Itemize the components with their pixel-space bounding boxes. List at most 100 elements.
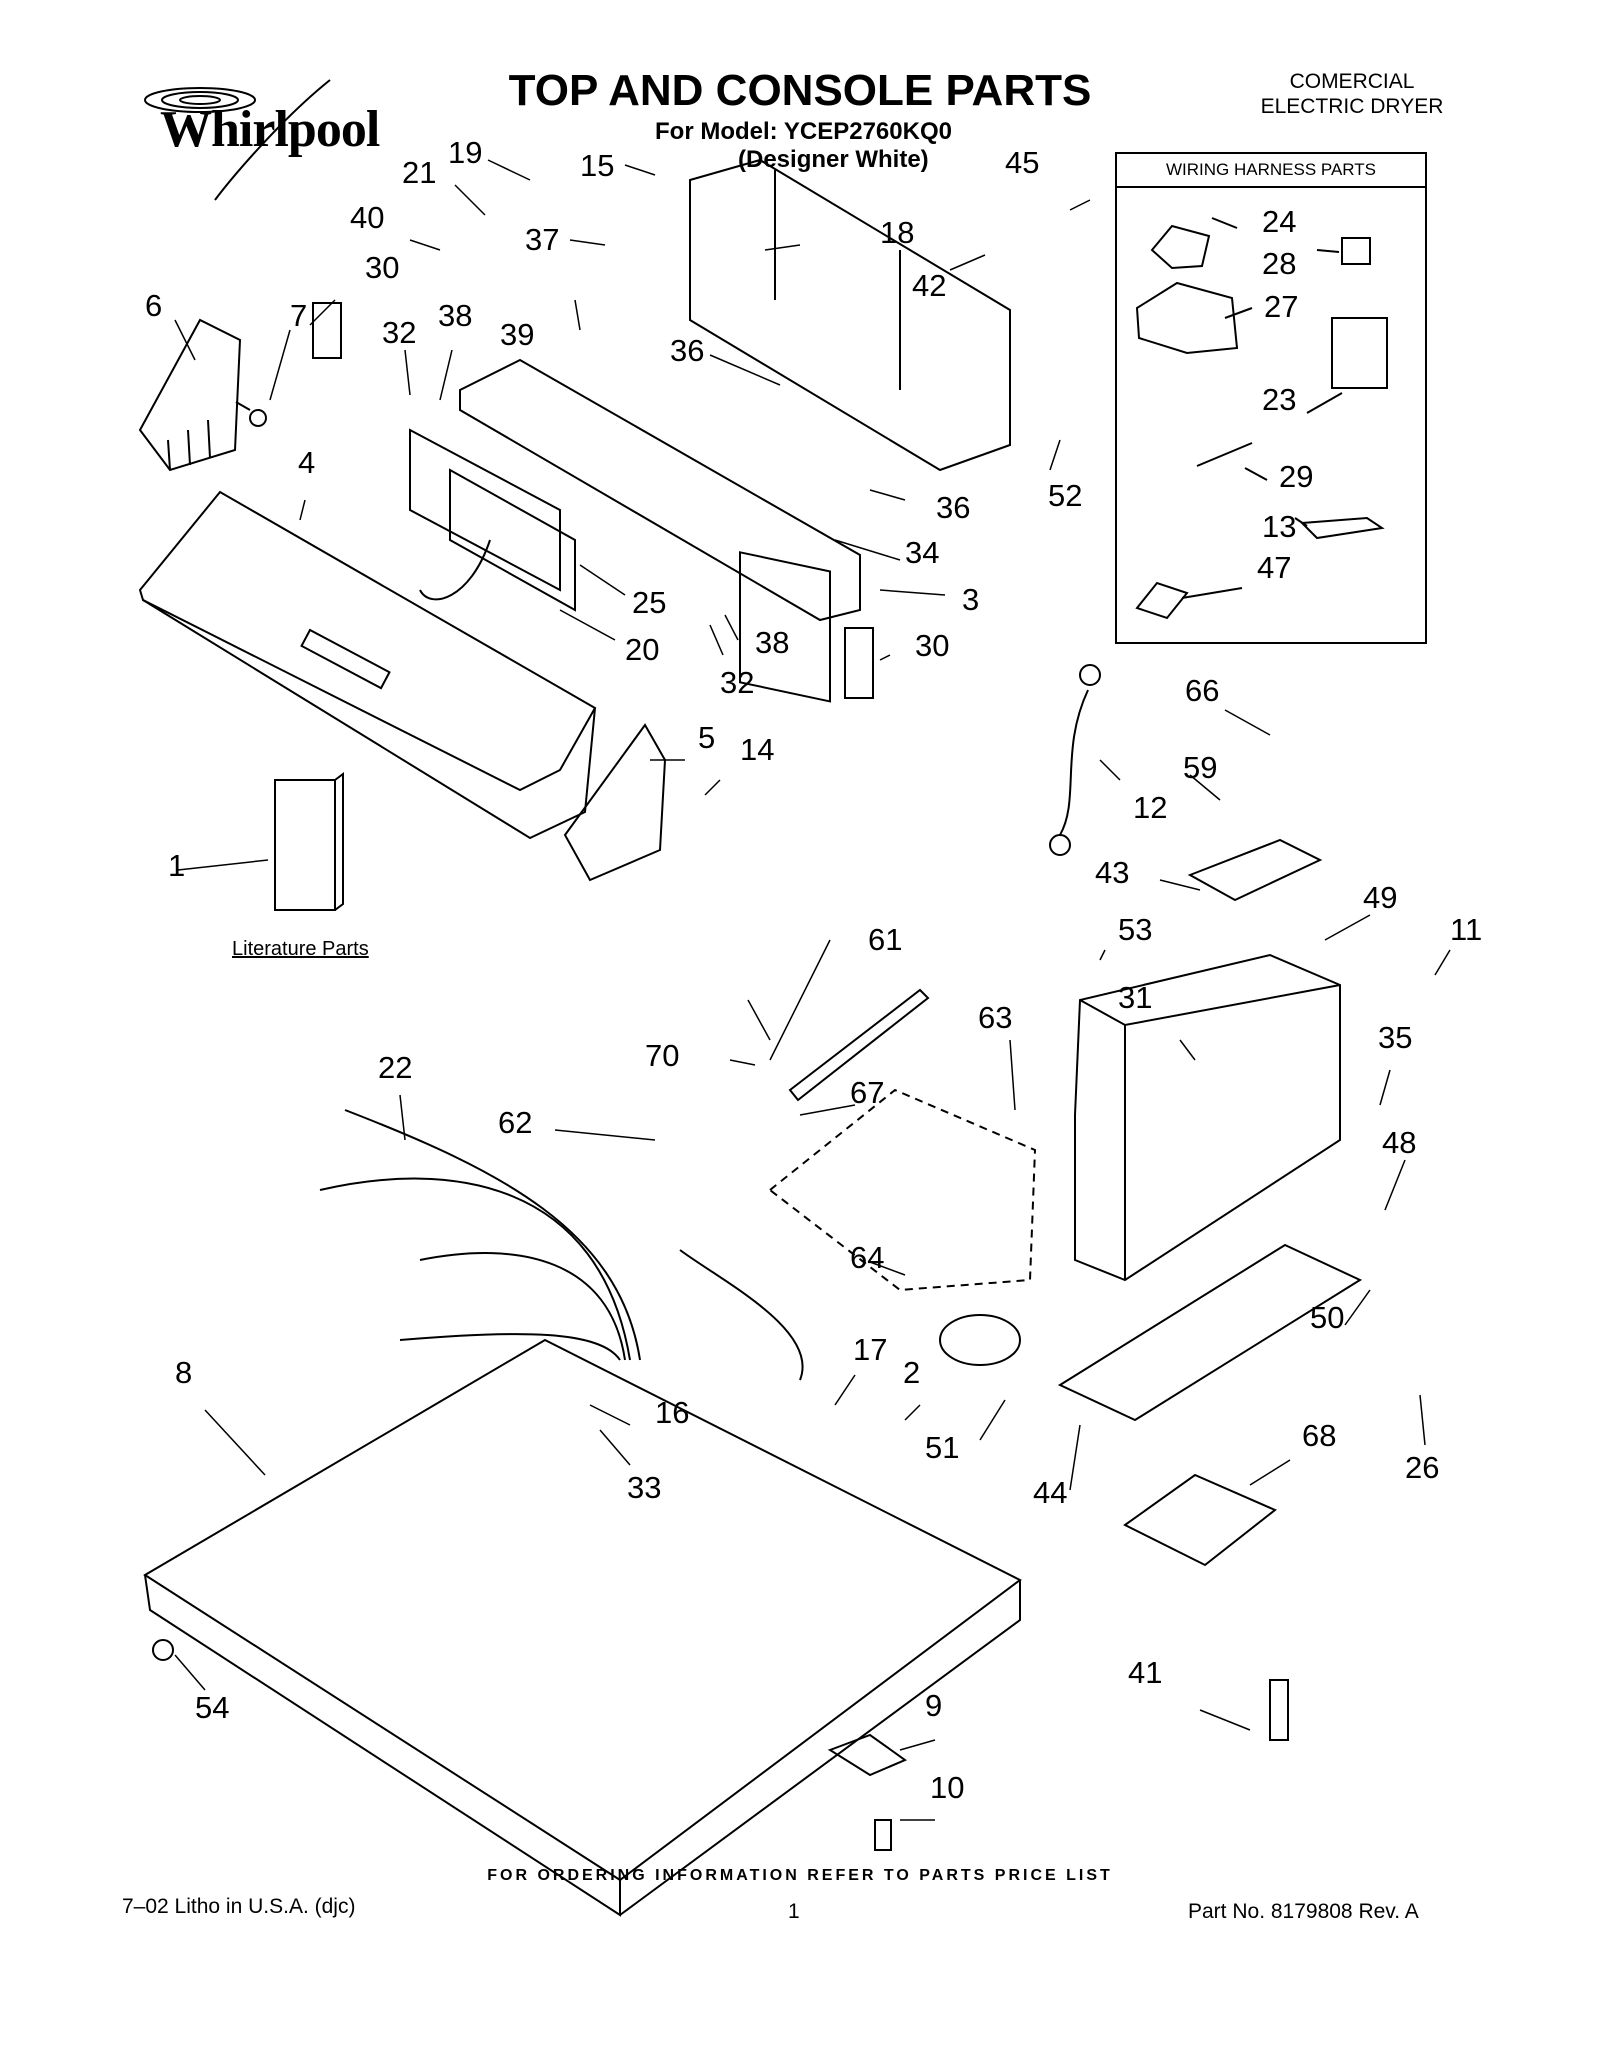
callout: 38 xyxy=(438,298,473,333)
callout: 14 xyxy=(740,732,775,767)
callout: 41 xyxy=(1128,1655,1163,1690)
callout: 17 xyxy=(853,1332,888,1367)
part-44-plate xyxy=(1057,1243,1363,1422)
callout: 15 xyxy=(580,148,615,183)
callout-leaders xyxy=(174,159,1451,1821)
callout: 66 xyxy=(1185,673,1220,708)
model-line: For Model: YCEP2760KQ0 xyxy=(655,118,952,145)
literature-parts-label: Literature Parts xyxy=(232,938,369,960)
part-8-top xyxy=(143,1338,1022,1917)
part-7-screw xyxy=(235,401,267,427)
callout: 1 xyxy=(168,848,186,883)
callout: 9 xyxy=(925,1688,943,1723)
callout: 12 xyxy=(1133,790,1168,825)
part-1-literature xyxy=(274,772,344,911)
callout: 38 xyxy=(755,625,790,660)
callout: 43 xyxy=(1095,855,1130,890)
callout: 52 xyxy=(1048,478,1083,513)
part-61-bar xyxy=(788,988,930,1102)
callout: 64 xyxy=(850,1240,885,1275)
part-51-cup xyxy=(939,1314,1021,1366)
callout: 54 xyxy=(195,1690,230,1725)
part-43-plate xyxy=(1187,838,1323,902)
callout: 8 xyxy=(175,1355,193,1390)
callout: 24 xyxy=(1262,204,1297,239)
callout: 30 xyxy=(915,628,950,663)
callout: 36 xyxy=(936,490,971,525)
wiring-harness-box: WIRING HARNESS PARTS 24 28 27 23 29 13 4… xyxy=(1115,152,1427,644)
callout: 70 xyxy=(645,1038,680,1073)
page-title: TOP AND CONSOLE PARTS xyxy=(508,66,1092,115)
part-34-board xyxy=(739,551,831,703)
part-6-end-cap xyxy=(138,318,242,472)
part-25-switch xyxy=(409,428,576,612)
callout: 34 xyxy=(905,535,940,570)
part-31-housing xyxy=(1074,953,1341,1282)
harness-parts-drawing xyxy=(1135,217,1388,620)
callout: 35 xyxy=(1378,1020,1413,1055)
callout: 63 xyxy=(978,1000,1013,1035)
callout: 39 xyxy=(500,317,535,352)
callout: 67 xyxy=(850,1075,885,1110)
part-9-bracket xyxy=(827,1733,908,1777)
color-line: (Designer White) xyxy=(738,146,929,173)
callout: 62 xyxy=(498,1105,533,1140)
callout: 51 xyxy=(925,1430,960,1465)
callout: 25 xyxy=(632,585,667,620)
part-41-wire xyxy=(1269,1679,1289,1741)
callout: 33 xyxy=(627,1470,662,1505)
callout: 40 xyxy=(350,200,385,235)
callout: 4 xyxy=(298,445,316,480)
part-63-region xyxy=(768,1088,1037,1292)
wiring-harness-title: WIRING HARNESS PARTS xyxy=(1117,154,1425,188)
callout: 7 xyxy=(290,298,308,333)
part-3-frame xyxy=(459,358,861,622)
callout: 19 xyxy=(448,135,483,170)
callout: 44 xyxy=(1033,1475,1068,1510)
callout: 3 xyxy=(962,582,980,617)
callout: 45 xyxy=(1005,145,1040,180)
ordering-note: FOR ORDERING INFORMATION REFER TO PARTS … xyxy=(487,1867,1113,1884)
callout: 59 xyxy=(1183,750,1218,785)
part-5-end-cap xyxy=(563,723,667,882)
whirlpool-logo-swirl xyxy=(144,79,331,201)
callout: 32 xyxy=(720,665,755,700)
callout: 10 xyxy=(930,1770,965,1805)
callout: 22 xyxy=(378,1050,413,1085)
brand-logo: Whirlpool xyxy=(160,101,380,158)
part-number: Part No. 8179808 Rev. A xyxy=(1188,1900,1419,1923)
callout: 13 xyxy=(1262,509,1297,544)
callout: 21 xyxy=(402,155,437,190)
callout: 5 xyxy=(698,720,716,755)
callout: 32 xyxy=(382,315,417,350)
callout: 11 xyxy=(1450,912,1483,947)
callout: 2 xyxy=(903,1355,921,1390)
part-68-cover xyxy=(1123,1473,1277,1567)
callout: 18 xyxy=(880,215,915,250)
callout: 68 xyxy=(1302,1418,1337,1453)
part-18-back-panel xyxy=(689,158,1011,472)
callout: 42 xyxy=(912,268,947,303)
callout: 6 xyxy=(145,288,163,323)
part-4-console xyxy=(138,490,597,840)
callout: 53 xyxy=(1118,912,1153,947)
callout: 16 xyxy=(655,1395,690,1430)
callout: 27 xyxy=(1264,289,1299,324)
callout: 28 xyxy=(1262,246,1297,281)
litho-text: 7–02 Litho in U.S.A. (djc) xyxy=(122,1895,356,1918)
part-10-screw xyxy=(874,1819,892,1851)
corner-line2: ELECTRIC DRYER xyxy=(1260,95,1444,118)
callout: 36 xyxy=(670,333,705,368)
page-number: 1 xyxy=(788,1900,800,1923)
part-12-ground-wire xyxy=(1049,664,1101,856)
part-54-plug xyxy=(152,1639,174,1661)
part-30-label-b xyxy=(844,627,874,699)
callout: 20 xyxy=(625,632,660,667)
part-22-harness xyxy=(319,1109,804,1381)
part-30-label xyxy=(312,302,342,359)
callout: 50 xyxy=(1310,1300,1345,1335)
callout: 47 xyxy=(1257,550,1292,585)
callout: 31 xyxy=(1118,980,1153,1015)
callout: 61 xyxy=(868,922,903,957)
